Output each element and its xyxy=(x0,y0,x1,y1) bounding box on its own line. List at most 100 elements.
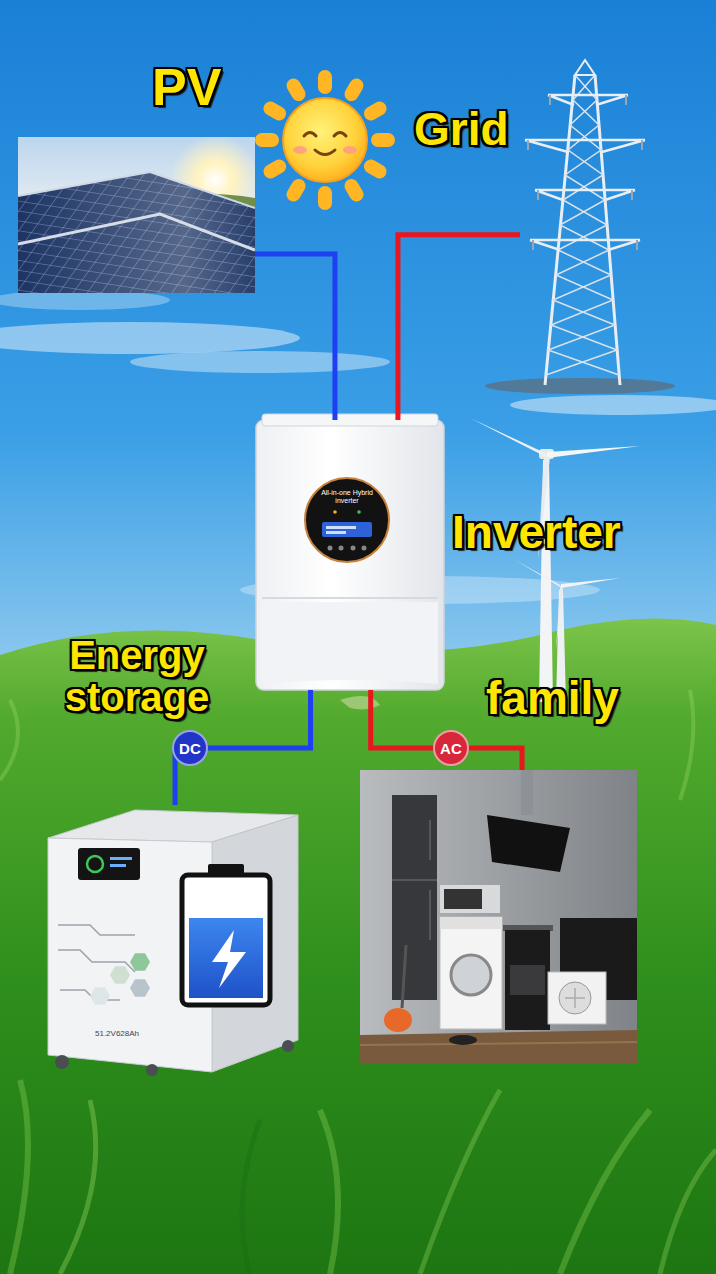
inverter-unit xyxy=(357,510,361,514)
inverter-unit xyxy=(262,602,438,684)
node-heading: Energy storage xyxy=(46,634,228,718)
edge-label-badge: DC xyxy=(172,730,208,766)
appliances-photo xyxy=(548,972,606,1024)
solar-panel-photo xyxy=(18,172,255,293)
grass-ground xyxy=(242,1120,260,1274)
appliances-photo xyxy=(402,945,406,1008)
wind-turbine xyxy=(470,418,548,458)
inverter-unit xyxy=(328,546,333,551)
battery-cabinet xyxy=(146,1064,158,1076)
grass-ground xyxy=(320,1110,338,1274)
battery-cabinet xyxy=(130,953,150,970)
grass-ground xyxy=(420,1090,500,1274)
sun-icon xyxy=(261,99,289,123)
sky-background xyxy=(0,0,716,720)
battery-cabinet xyxy=(189,918,263,998)
transmission-tower xyxy=(575,60,595,75)
sky-background xyxy=(0,322,300,354)
battery-cabinet xyxy=(110,857,132,860)
grass-ground xyxy=(680,690,693,800)
sun-icon xyxy=(342,176,366,204)
power-wire xyxy=(398,235,520,420)
picture-node: Inverter xyxy=(256,420,444,690)
edge-label: DC xyxy=(179,741,201,756)
sky-background xyxy=(130,351,390,373)
appliances-photo xyxy=(392,795,437,1000)
transmission-tower xyxy=(485,378,675,394)
appliances-photo xyxy=(440,917,502,929)
sun-icon xyxy=(318,70,332,94)
appliances-photo xyxy=(360,770,637,1063)
transmission-tower xyxy=(525,140,645,152)
sun-icon xyxy=(361,157,389,181)
appliances-photo xyxy=(384,1008,412,1032)
solar-panel-photo xyxy=(18,214,255,250)
sun-icon xyxy=(342,76,366,104)
appliances-photo xyxy=(449,1035,477,1045)
grass-ground xyxy=(0,700,18,780)
transmission-tower xyxy=(530,240,640,250)
grass-ground xyxy=(660,1150,716,1274)
appliances-photo xyxy=(505,930,550,1030)
appliances-photo xyxy=(360,1042,637,1045)
grass-ground xyxy=(560,1110,650,1274)
appliances-photo xyxy=(440,917,502,1029)
battery-cabinet xyxy=(110,966,130,983)
grass-ground xyxy=(340,696,380,709)
sun-icon xyxy=(304,133,346,137)
node-heading: PV xyxy=(152,60,221,115)
inverter-unit xyxy=(262,597,438,599)
wind-turbine xyxy=(547,446,640,458)
inverter-unit xyxy=(326,531,346,534)
device-label: All-in-one Hybrid inverter xyxy=(319,489,375,504)
power-wire xyxy=(255,254,335,420)
inverter-unit xyxy=(262,414,438,426)
solar-panel-photo xyxy=(18,137,255,293)
sun-icon xyxy=(343,146,357,154)
inverter-unit xyxy=(362,546,367,551)
appliances-photo xyxy=(444,889,482,909)
picture-node: family xyxy=(360,770,637,1063)
sun-icon xyxy=(283,98,367,182)
appliances-photo xyxy=(487,815,570,872)
inverter-unit xyxy=(305,478,389,562)
inverter-unit xyxy=(351,546,356,551)
grass-ground xyxy=(0,619,716,1274)
battery-cabinet xyxy=(87,856,103,872)
appliances-photo xyxy=(559,982,591,1014)
inverter-unit xyxy=(322,522,372,537)
node-heading: family xyxy=(486,674,619,722)
battery-cabinet xyxy=(90,987,110,1004)
battery-cabinet xyxy=(182,875,270,1005)
node-heading: Grid xyxy=(414,105,509,153)
sun-icon xyxy=(255,70,395,210)
appliances-photo xyxy=(521,770,533,815)
sky-background xyxy=(510,395,716,415)
transmission-tower xyxy=(485,60,675,394)
wind-turbine xyxy=(556,587,563,650)
inverter-unit xyxy=(333,510,337,514)
solar-panel-photo xyxy=(18,172,255,293)
battery-cabinet xyxy=(282,1040,294,1052)
battery-cabinet xyxy=(212,930,246,988)
inverter-unit xyxy=(256,420,444,690)
edge-label-badge: AC xyxy=(433,730,469,766)
sky-background xyxy=(0,0,716,720)
appliances-photo xyxy=(360,770,637,1063)
appliances-photo xyxy=(360,1030,637,1063)
transmission-tower xyxy=(535,190,635,200)
wind-turbine xyxy=(515,560,562,588)
picture-node: Grid xyxy=(520,68,650,392)
appliances-photo xyxy=(440,885,500,913)
edge-label: AC xyxy=(440,741,462,756)
battery-cabinet xyxy=(130,979,150,996)
appliances-photo xyxy=(565,988,585,1008)
sun-icon xyxy=(284,76,308,104)
picture-node: Energy storage xyxy=(45,805,300,1077)
sun-icon xyxy=(361,99,389,123)
battery-cabinet xyxy=(78,848,140,880)
battery-cabinet xyxy=(48,810,298,1076)
inverter-unit xyxy=(326,526,356,529)
wind-turbine xyxy=(470,418,640,702)
appliances-photo xyxy=(451,955,491,995)
